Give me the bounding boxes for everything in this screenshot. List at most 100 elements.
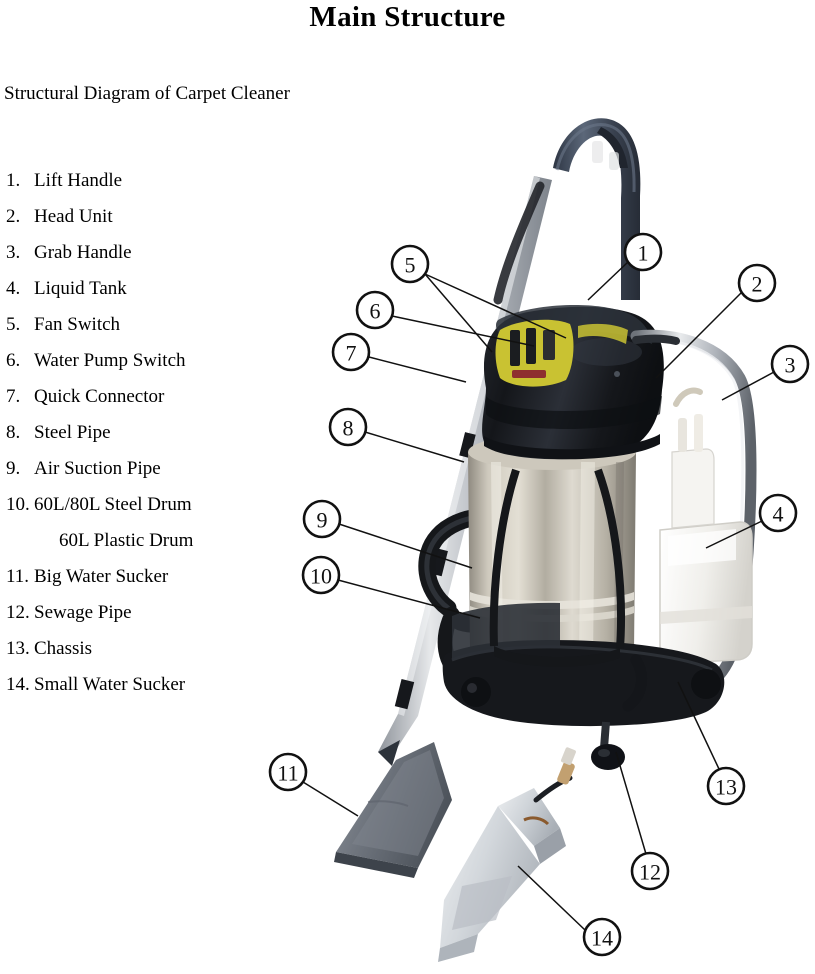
big-water-sucker-part xyxy=(334,740,452,878)
head-unit-part xyxy=(482,305,664,460)
callout-circle xyxy=(331,332,371,372)
part-label: Lift Handle xyxy=(34,170,123,191)
callout-number: 6 xyxy=(370,299,381,324)
part-number: 11. xyxy=(6,566,30,587)
callout-circle xyxy=(770,344,810,384)
callout-small-water-sucker[interactable]: 14 xyxy=(582,917,622,957)
callout-water-pump-switch[interactable]: 6 xyxy=(355,290,395,330)
part-list-item: 6.Water Pump Switch xyxy=(6,343,276,379)
leader-line-12 xyxy=(615,751,647,855)
leader-line-5b xyxy=(424,273,493,353)
callout-number: 5 xyxy=(405,253,416,278)
callout-air-suction-pipe[interactable]: 9 xyxy=(302,499,342,539)
leader-line-8 xyxy=(364,431,465,463)
part-label: 60L Plastic Drum xyxy=(59,530,194,551)
machine-illustration xyxy=(334,118,757,962)
part-label: Air Suction Pipe xyxy=(34,458,161,479)
part-number: 3. xyxy=(6,242,21,263)
callout-chassis[interactable]: 13 xyxy=(706,766,746,806)
lift-handle-part xyxy=(553,118,641,300)
part-number: 8. xyxy=(6,422,21,443)
part-list-item: 11.Big Water Sucker xyxy=(6,559,276,595)
drum-straps-part xyxy=(489,468,625,667)
callout-circle xyxy=(268,752,308,792)
leader-line-6 xyxy=(391,315,535,347)
part-list-item: 14.Small Water Sucker xyxy=(6,667,276,703)
callout-head-unit[interactable]: 2 xyxy=(737,263,777,303)
leader-line-11 xyxy=(302,781,359,817)
callout-number: 14 xyxy=(591,926,613,951)
part-list-item: 8.Steel Pipe xyxy=(6,415,276,451)
part-list-item: 3.Grab Handle xyxy=(6,235,276,271)
callout-circle xyxy=(355,290,395,330)
switch-panel-part xyxy=(495,319,628,387)
part-list-item: 10.60L/80L Steel Drum xyxy=(6,487,276,523)
leader-line-5a xyxy=(424,273,567,339)
callout-number: 4 xyxy=(773,502,784,527)
callout-number: 12 xyxy=(639,860,661,885)
part-number: 14. xyxy=(6,674,30,695)
part-label: Big Water Sucker xyxy=(34,566,169,587)
callout-circle xyxy=(630,851,670,891)
part-list-item: 5. Fan Switch xyxy=(6,307,276,343)
leader-line-14 xyxy=(517,865,586,931)
callout-number: 11 xyxy=(277,761,298,786)
leader-line-2 xyxy=(655,291,743,379)
sewage-pipe-part xyxy=(622,654,648,712)
page-title: Main Structure xyxy=(309,1,506,33)
callout-number: 13 xyxy=(715,775,737,800)
part-list-item: 13.Chassis xyxy=(6,631,276,667)
part-number: 7. xyxy=(6,386,21,407)
callout-circle xyxy=(623,232,663,272)
part-number: 1. xyxy=(6,170,21,191)
callout-steel-pipe[interactable]: 8 xyxy=(328,407,368,447)
part-label: Small Water Sucker xyxy=(34,674,186,695)
callout-number: 9 xyxy=(317,508,328,533)
small-water-sucker-part xyxy=(438,747,576,962)
callout-fan-switch[interactable]: 5 xyxy=(390,244,430,284)
part-number: 5. xyxy=(6,314,21,335)
part-label: 60L/80L Steel Drum xyxy=(34,494,192,515)
diagram-subtitle: Structural Diagram of Carpet Cleaner xyxy=(4,83,290,104)
part-list-item: 7. Quick Connector xyxy=(6,379,276,415)
part-label: Sewage Pipe xyxy=(34,602,132,623)
part-list-item: 1. Lift Handle xyxy=(6,163,276,199)
part-list-item: 2. Head Unit xyxy=(6,199,276,235)
part-number: 2. xyxy=(6,206,21,227)
part-label: Water Pump Switch xyxy=(34,350,186,371)
callout-liquid-tank[interactable]: 4 xyxy=(758,493,798,533)
part-number: 10. xyxy=(6,494,30,515)
callout-big-water-sucker[interactable]: 11 xyxy=(268,752,308,792)
part-label: Fan Switch xyxy=(34,314,121,335)
callout-circle xyxy=(328,407,368,447)
part-list-item: 60L Plastic Drum xyxy=(6,523,276,559)
callout-circle xyxy=(582,917,622,957)
leader-line-4 xyxy=(705,520,763,549)
callout-circle xyxy=(758,493,798,533)
part-number: 9. xyxy=(6,458,21,479)
leader-line-10 xyxy=(337,579,481,619)
part-label: Quick Connector xyxy=(34,386,165,407)
callout-grab-handle[interactable]: 3 xyxy=(770,344,810,384)
part-list-item: 4.Liquid Tank xyxy=(6,271,276,307)
callout-steel-drum[interactable]: 10 xyxy=(301,555,341,595)
leader-line-13 xyxy=(677,681,720,770)
callout-circle xyxy=(390,244,430,284)
callout-sewage-pipe[interactable]: 12 xyxy=(630,851,670,891)
callout-lift-handle[interactable]: 1 xyxy=(623,232,663,272)
callout-circle xyxy=(706,766,746,806)
callout-number: 8 xyxy=(343,416,354,441)
part-label: Head Unit xyxy=(34,206,113,227)
part-label: Chassis xyxy=(34,638,93,659)
callout-quick-connector[interactable]: 7 xyxy=(331,332,371,372)
callout-circle xyxy=(301,555,341,595)
leader-line-3 xyxy=(721,371,775,401)
part-list-item: 12.Sewage Pipe xyxy=(6,595,276,631)
part-number: 13. xyxy=(6,638,30,659)
callout-number: 2 xyxy=(752,272,763,297)
part-label: Liquid Tank xyxy=(34,278,127,299)
liquid-tank-part xyxy=(659,387,753,665)
